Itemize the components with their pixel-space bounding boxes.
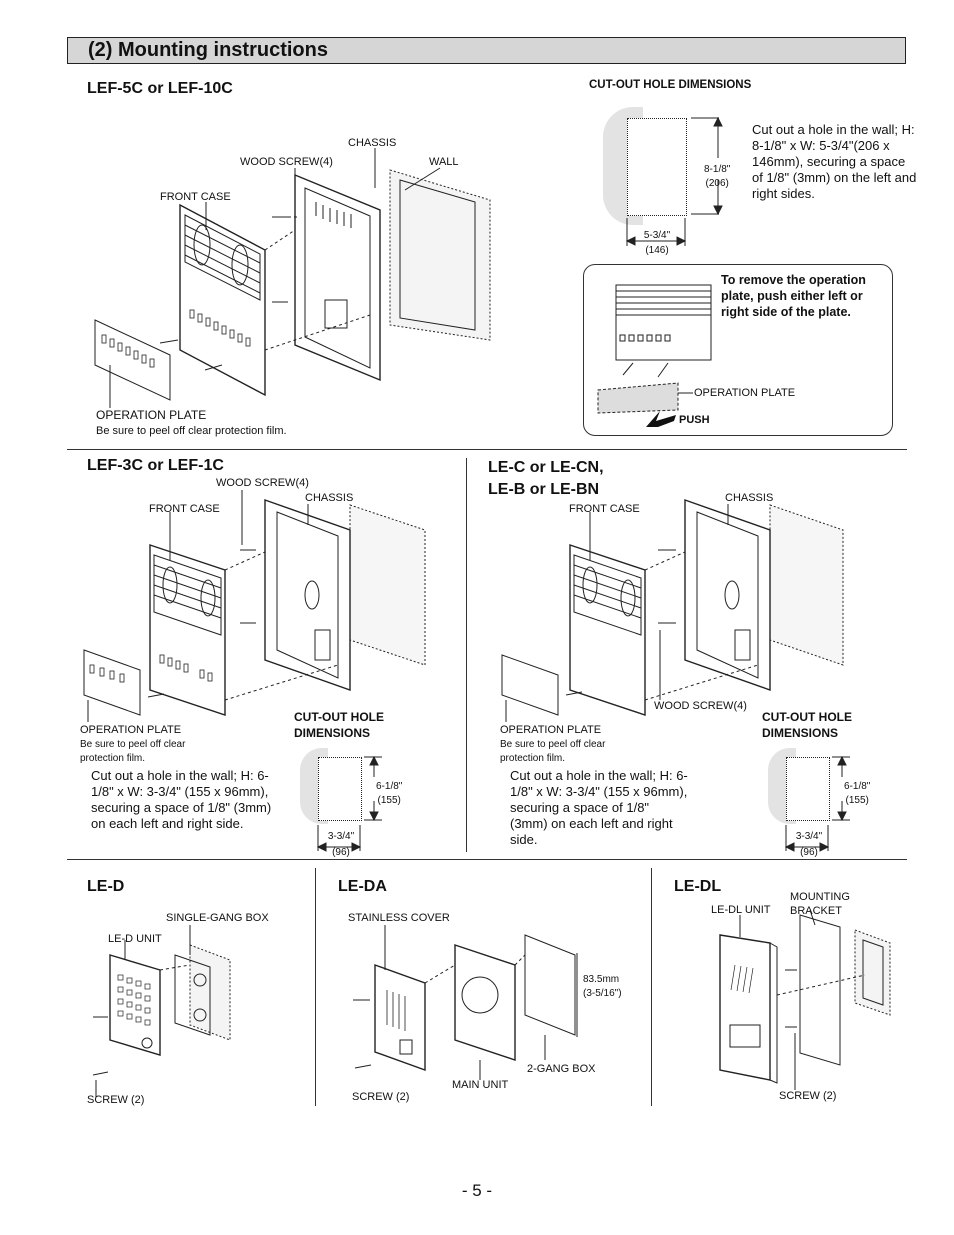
- lec-width-imperial: 3-3/4": [795, 831, 823, 842]
- lef5c-cutout-note: Cut out a hole in the wall; H: 8-1/8" x …: [752, 122, 917, 201]
- lef3c-width-metric: (96): [332, 847, 350, 858]
- lec-heading-2: LE-B or LE-BN: [488, 481, 600, 498]
- leda-dim-imperial: (3-5/16"): [583, 988, 622, 999]
- lec-cutout-hole: [786, 757, 830, 821]
- lec-heading: LE-C or LE-CN, LE-B or LE-BN: [488, 457, 604, 501]
- lec-heading-1: LE-C or LE-CN,: [488, 459, 604, 476]
- lef3c-front-case-label: FRONT CASE: [149, 503, 220, 515]
- lec-height-metric: (155): [845, 795, 869, 806]
- lec-exploded-drawing: [501, 499, 844, 722]
- lec-wood-screw-label: WOOD SCREW(4): [654, 700, 747, 712]
- lef3c-cutout-note: Cut out a hole in the wall; H: 6-1/8" x …: [91, 768, 272, 831]
- ledl-screw-label: SCREW (2): [779, 1090, 837, 1102]
- lec-cutout-title-1: CUT-OUT HOLE: [762, 710, 852, 724]
- operation-plate-callout: [583, 264, 893, 436]
- callout-instruction: To remove the operation plate, push eith…: [721, 273, 866, 319]
- lef3c-chassis-label: CHASSIS: [305, 492, 354, 504]
- lef3c-peel-note-1: Be sure to peel off clear: [80, 739, 186, 750]
- section-title: (2) Mounting instructions: [88, 39, 328, 61]
- ledl-mounting-2: BRACKET: [790, 905, 842, 917]
- lec-width-dim: 3-3/4" (96): [791, 830, 827, 860]
- lec-height-dim: 6-1/8" (155): [844, 780, 870, 808]
- lec-height-imperial: 6-1/8": [844, 781, 871, 792]
- lef5c-width-metric: (146): [645, 245, 669, 256]
- lef5c-height-imperial: 8-1/8": [704, 164, 731, 175]
- ledl-drawing: [719, 909, 891, 1090]
- lef5c-wood-screw-label: WOOD SCREW(4): [240, 156, 333, 168]
- lef5c-peel-note: Be sure to peel off clear protection fil…: [96, 425, 287, 437]
- lef3c-width-dim: 3-3/4" (96): [323, 830, 359, 860]
- lec-peel-note-2: protection film.: [500, 753, 566, 764]
- lec-cutout-title-2: DIMENSIONS: [762, 726, 839, 740]
- leda-heading: LE-DA: [338, 878, 387, 895]
- callout-push-label: PUSH: [679, 414, 710, 426]
- lef5c-chassis-label: CHASSIS: [348, 137, 397, 149]
- leda-dimension: 83.5mm (3-5/16"): [583, 973, 622, 1001]
- lef3c-height-metric: (155): [377, 795, 401, 806]
- lef5c-dimension-arrows: [625, 116, 723, 246]
- lef3c-cutout-hole: [318, 757, 362, 821]
- lec-peel-note: Be sure to peel off clear protection fil…: [500, 738, 605, 766]
- lec-width-metric: (96): [800, 847, 818, 858]
- lef5c-front-case-label: FRONT CASE: [160, 191, 231, 203]
- leda-cover-label: STAINLESS COVER: [348, 912, 450, 924]
- lef3c-operation-plate-label: OPERATION PLATE: [80, 724, 182, 736]
- section-header: (2) Mounting instructions: [67, 37, 906, 64]
- lec-dimension-arrows: [784, 755, 850, 852]
- section-divider-vertical-1: [466, 458, 467, 852]
- lec-peel-note-1: Be sure to peel off clear: [500, 739, 606, 750]
- leda-drawing: [353, 925, 578, 1080]
- lef3c-peel-note-2: protection film.: [80, 753, 146, 764]
- lef5c-exploded-drawing: [94, 148, 491, 408]
- led-unit-label: LE-D UNIT: [108, 933, 162, 945]
- leda-dim-metric: 83.5mm: [583, 974, 620, 985]
- lec-cutout-note: Cut out a hole in the wall; H: 6-1/8" x …: [510, 768, 688, 847]
- ledl-heading: LE-DL: [674, 878, 722, 895]
- section-divider-vertical-3: [651, 868, 652, 1106]
- callout-operation-plate-label: OPERATION PLATE: [694, 387, 796, 399]
- lef3c-cutout-title-1: CUT-OUT HOLE: [294, 710, 384, 724]
- lef5c-cutout-hole: [627, 118, 687, 216]
- section-divider-2: [67, 859, 907, 860]
- lef5c-height-dim: 8-1/8" (206): [704, 163, 730, 191]
- lef3c-dimension-arrows: [316, 755, 382, 852]
- lef3c-heading: LEF-3C or LEF-1C: [87, 457, 224, 474]
- lef5c-width-imperial: 5-3/4": [643, 230, 671, 241]
- leda-screw-label: SCREW (2): [352, 1091, 410, 1103]
- callout-drawing: [597, 284, 712, 427]
- ledl-mounting-1: MOUNTING: [790, 891, 850, 903]
- lef5c-cutout-title: CUT-OUT HOLE DIMENSIONS: [589, 79, 752, 91]
- section-divider-1: [67, 449, 907, 450]
- lec-chassis-label: CHASSIS: [725, 492, 774, 504]
- lef5c-height-metric: (206): [705, 178, 729, 189]
- page-number: - 5 -: [461, 1181, 493, 1200]
- lef5c-operation-plate-label: OPERATION PLATE: [96, 408, 207, 422]
- lef3c-peel-note: Be sure to peel off clear protection fil…: [80, 738, 185, 766]
- lef3c-height-imperial: 6-1/8": [376, 781, 403, 792]
- lec-cutout-title: CUT-OUT HOLE DIMENSIONS: [762, 709, 852, 741]
- led-drawing: [92, 925, 231, 1097]
- leda-gang2-label: 2-GANG BOX: [527, 1063, 596, 1075]
- led-screw-label: SCREW (2): [87, 1094, 145, 1106]
- lef3c-cutout-title: CUT-OUT HOLE DIMENSIONS: [294, 709, 384, 741]
- lef3c-width-imperial: 3-3/4": [327, 831, 355, 842]
- lec-operation-plate-label: OPERATION PLATE: [500, 724, 602, 736]
- ledl-unit-label: LE-DL UNIT: [711, 904, 771, 916]
- lef5c-wall-label: WALL: [429, 156, 459, 168]
- lec-front-case-label: FRONT CASE: [569, 503, 640, 515]
- lef3c-wood-screw-label: WOOD SCREW(4): [216, 477, 309, 489]
- lef3c-cutout-title-2: DIMENSIONS: [294, 726, 371, 740]
- lef3c-exploded-drawing: [83, 490, 426, 722]
- led-single-gang-label: SINGLE-GANG BOX: [166, 912, 269, 924]
- section-divider-vertical-2: [315, 868, 316, 1106]
- led-heading: LE-D: [87, 878, 125, 895]
- lef5c-width-dim: 5-3/4" (146): [637, 229, 677, 258]
- lef5c-heading: LEF-5C or LEF-10C: [87, 80, 233, 97]
- leda-main-unit-label: MAIN UNIT: [452, 1079, 509, 1091]
- lef3c-height-dim: 6-1/8" (155): [376, 780, 402, 808]
- ledl-mounting-label: MOUNTING BRACKET: [790, 890, 850, 918]
